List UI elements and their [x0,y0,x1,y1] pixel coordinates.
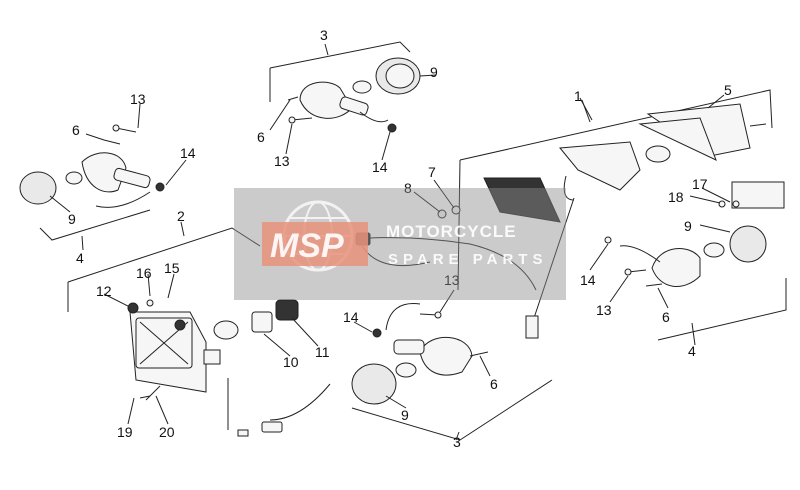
msp-logo-box [262,222,368,266]
callout-9-top: 9 [430,64,438,80]
callout-4-right: 4 [688,343,696,359]
callout-11: 11 [315,344,330,360]
indicator-bottom-assembly [351,303,489,405]
callout-6-right: 6 [662,309,670,325]
callout-7: 7 [428,164,436,180]
callout-20: 20 [159,424,175,440]
callout-9-right: 9 [684,218,692,234]
callout-12: 12 [96,283,112,299]
callout-16: 16 [136,265,152,281]
callout-labels: 3 9 6 13 14 13 6 14 9 4 2 16 15 12 10 11… [68,27,732,450]
callout-14-left: 14 [180,145,196,161]
callout-6-bottom: 6 [490,376,498,392]
callout-leaders [49,74,731,425]
callout-19: 19 [117,424,133,440]
callout-13-top: 13 [274,153,290,169]
callout-6-left: 6 [72,122,80,138]
callout-5: 5 [724,82,732,98]
callout-9-left: 9 [68,211,76,227]
callout-15: 15 [164,260,180,276]
headlight-assembly [127,299,331,437]
callout-17: 17 [692,176,708,192]
callout-13-right: 13 [596,302,612,318]
watermark-logo: MSP [270,227,344,265]
callout-13-bottom: 13 [444,272,460,288]
callout-4-left: 4 [76,250,84,266]
watermark-line2: SPARE PARTS [388,251,547,268]
taillight-assembly [437,103,785,339]
callout-13-left: 13 [130,91,146,107]
callout-1: 1 [574,88,582,104]
callout-10: 10 [283,354,299,370]
callout-9-bottom: 9 [401,407,409,423]
indicator-left-assembly [19,124,165,208]
callout-14-bottom: 14 [343,309,359,325]
callout-6-top: 6 [257,129,265,145]
callout-8: 8 [404,180,412,196]
group-brackets [39,41,787,441]
watermark: MSP MOTORCYCLE SPARE PARTS [234,188,566,300]
indicator-right-assembly [604,225,767,287]
callout-3-bottom: 3 [453,434,461,450]
watermark-line1: MOTORCYCLE [386,222,517,241]
callout-14-right: 14 [580,272,596,288]
callout-2: 2 [177,208,185,224]
callout-14-top: 14 [372,159,388,175]
indicator-top-assembly [287,57,421,133]
callout-3-top: 3 [320,27,328,43]
callout-18: 18 [668,189,684,205]
